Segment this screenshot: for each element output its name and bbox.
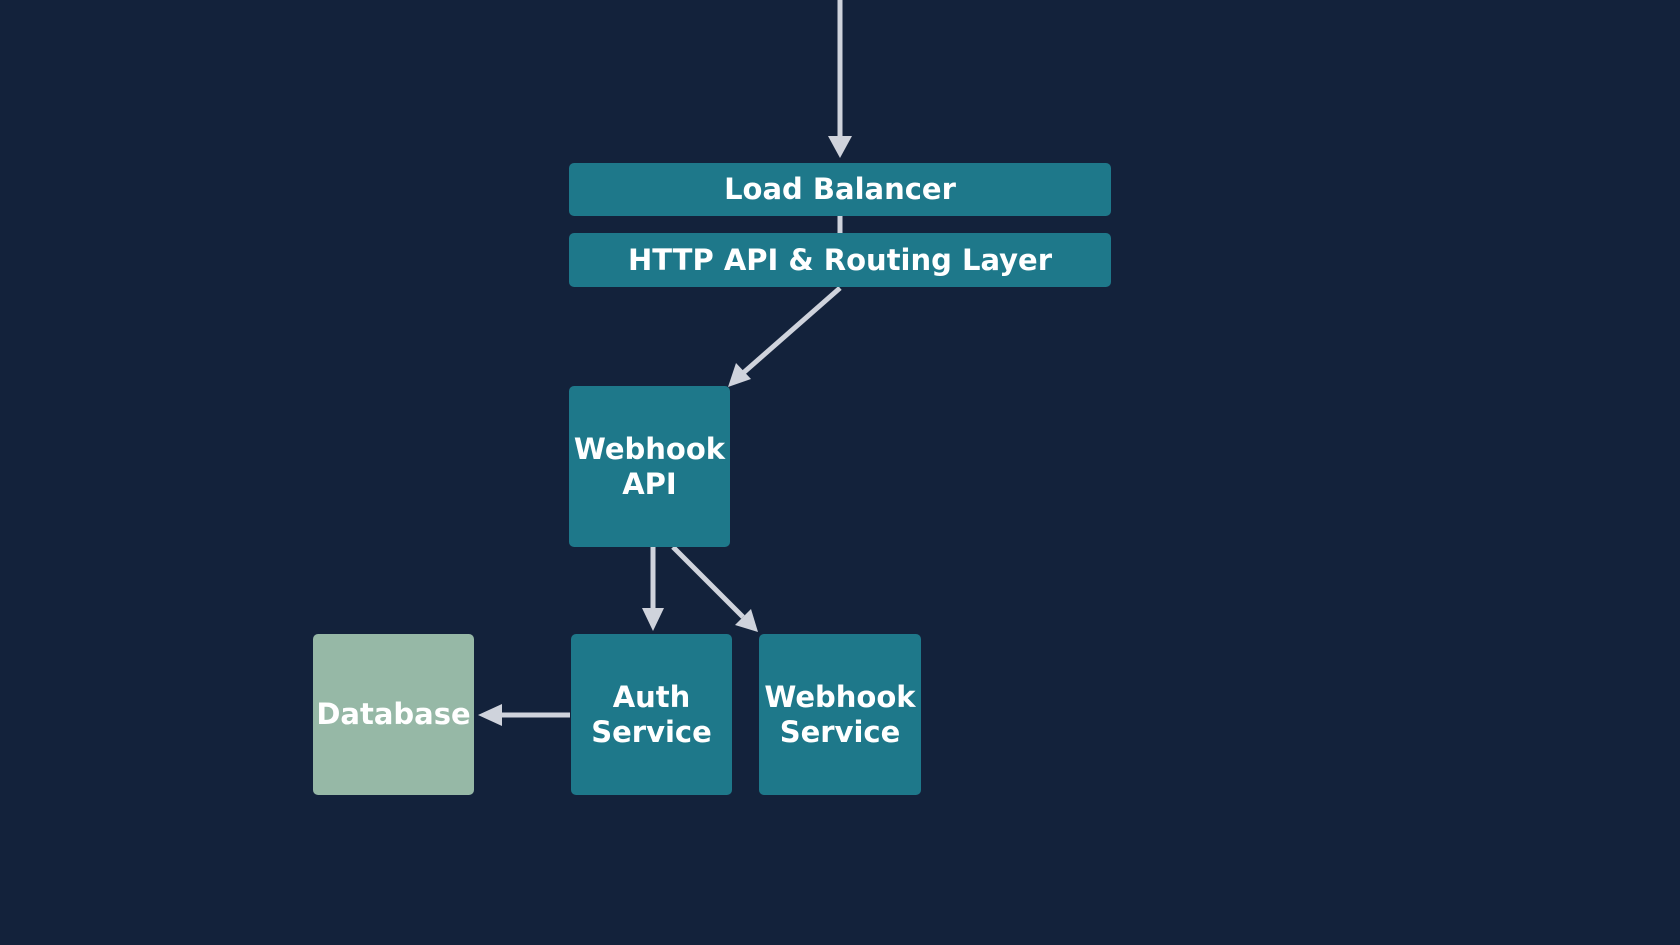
routing-layer-label: HTTP API & Routing Layer xyxy=(627,242,1053,277)
webhook-service-label: Webhook Service xyxy=(764,679,916,749)
webhook-api-label: Webhook API xyxy=(573,431,726,501)
webhook-api-node[interactable]: Webhook API xyxy=(569,386,730,547)
routing-layer-node[interactable]: HTTP API & Routing Layer xyxy=(569,233,1111,287)
auth-service-label: Auth Service xyxy=(591,679,712,749)
arrow-routing-to-webhook-api xyxy=(740,286,842,376)
database-node[interactable]: Database xyxy=(313,634,474,795)
arrowhead-webhook-api xyxy=(728,363,751,387)
load-balancer-label: Load Balancer xyxy=(724,172,956,207)
arrow-webhook-api-to-webhook-service xyxy=(671,545,745,619)
arrowhead-auth-service xyxy=(642,608,664,631)
arrowhead-database xyxy=(478,704,502,726)
database-label: Database xyxy=(316,697,471,732)
auth-service-node[interactable]: Auth Service xyxy=(571,634,732,795)
load-balancer-node[interactable]: Load Balancer xyxy=(569,163,1111,216)
arrowhead-entry xyxy=(828,136,852,158)
webhook-service-node[interactable]: Webhook Service xyxy=(759,634,921,795)
arrowhead-webhook-service xyxy=(735,609,758,632)
